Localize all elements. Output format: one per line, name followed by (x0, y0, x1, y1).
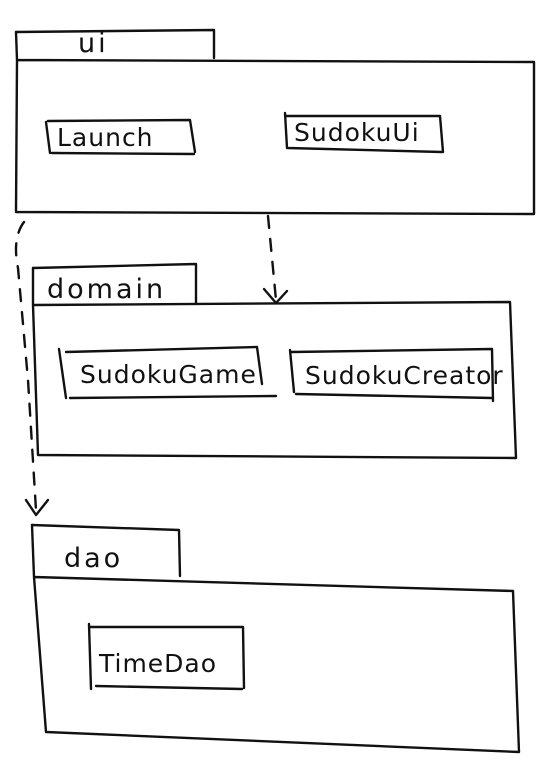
package-ui-body (14, 30, 536, 216)
package-dao: dao TimeDao (30, 523, 521, 754)
class-sudokugame-label: SudokuGame (80, 360, 257, 389)
package-domain-tab (31, 262, 198, 306)
class-sudokucreator: SudokuCreator (288, 347, 504, 403)
dependency-ui-to-dao (14, 220, 50, 517)
class-sudokugame: SudokuGame (57, 345, 278, 400)
package-domain: domain SudokuGame SudokuCreator (31, 262, 518, 460)
package-ui-tab (14, 28, 216, 60)
class-launch: Launch (44, 118, 197, 156)
package-domain-body (31, 266, 518, 460)
package-dao-body (30, 523, 521, 754)
class-timedao-label: TimeDao (98, 649, 217, 678)
package-ui-label: ui (78, 28, 109, 59)
dependency-ui-to-dao-arrowhead (24, 498, 50, 517)
class-timedao: TimeDao (87, 622, 246, 691)
class-launch-label: Launch (57, 123, 154, 152)
dependency-ui-to-domain-arrowhead (262, 287, 289, 305)
dependency-ui-to-dao-line (14, 220, 38, 512)
class-sudokuui-label: SudokuUi (294, 118, 420, 147)
class-sudokuui: SudokuUi (283, 111, 445, 154)
class-sudokucreator-label: SudokuCreator (305, 361, 504, 390)
package-domain-label: domain (47, 274, 166, 305)
package-dao-label: dao (64, 543, 123, 574)
dependency-ui-to-domain-line (266, 214, 278, 302)
package-dao-tab (30, 523, 182, 578)
package-ui: ui Launch SudokuUi (14, 28, 536, 216)
dependency-ui-to-domain (262, 214, 289, 305)
